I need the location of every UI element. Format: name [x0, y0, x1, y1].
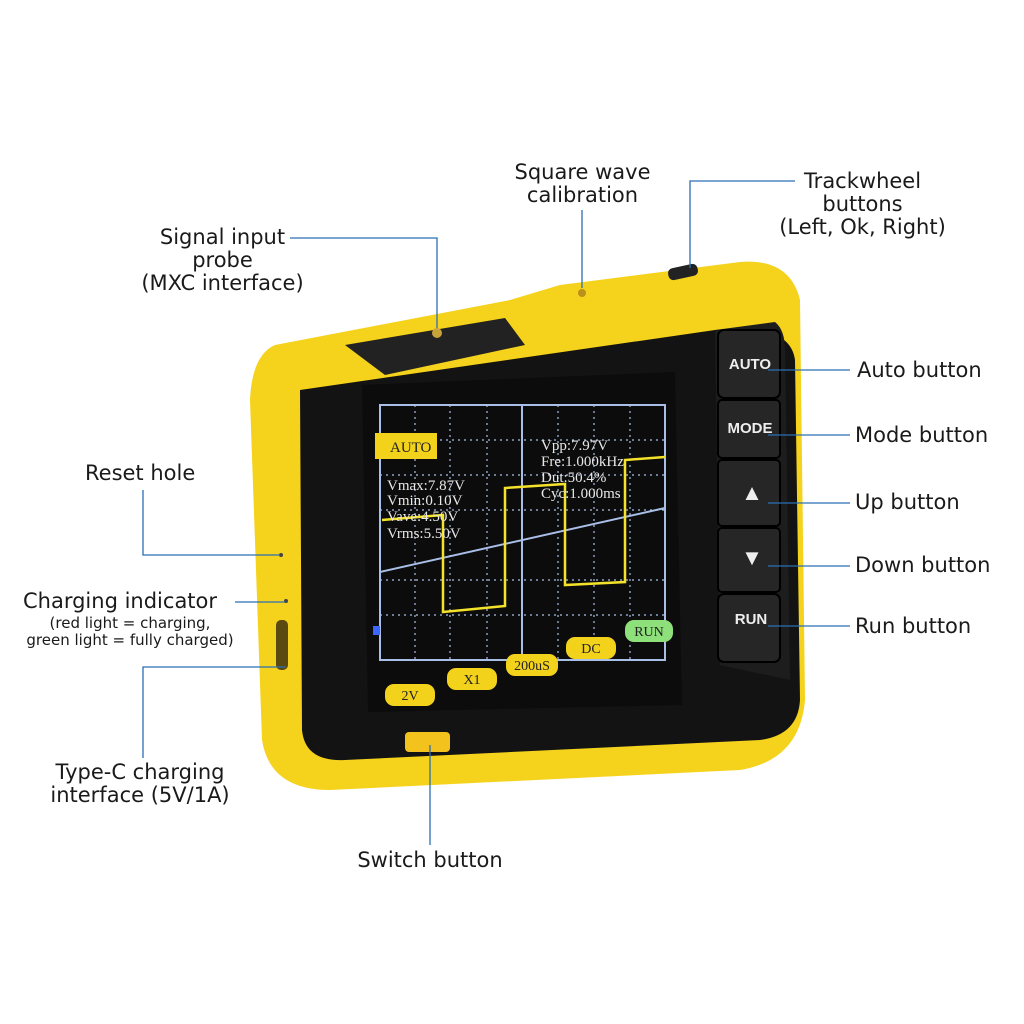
label-charging: Charging indicator [23, 589, 218, 613]
leader-lines [142, 180, 850, 845]
auto-button[interactable]: AUTO [729, 356, 772, 373]
screen-button-timebase[interactable]: 200uS [514, 659, 550, 674]
label-up: Up button [855, 490, 960, 514]
reading-vave: Vave:4.50V [387, 509, 458, 525]
reset-hole [279, 553, 283, 557]
reading-vrms: Vrms:5.50V [387, 526, 461, 542]
label-auto: Auto button [857, 358, 982, 382]
label-reset: Reset hole [85, 461, 196, 485]
screen-button-volts[interactable]: 2V [401, 689, 418, 704]
label-mode: Mode button [855, 423, 989, 447]
reading-dut: Dut:50.4% [541, 470, 606, 486]
reading-vmin: Vmin:0.10V [387, 493, 463, 509]
screen-button-coupling[interactable]: DC [581, 642, 600, 657]
center-h-axis [379, 507, 666, 573]
up-button[interactable]: ▲ [741, 480, 763, 505]
screen-buttons: 2V X1 200uS DC RUN [385, 620, 673, 706]
mode-badge: AUTO [390, 440, 432, 456]
reading-cyc: Cyc:1.000ms [541, 486, 621, 502]
label-charging-note: (red light = charging,green light = full… [26, 614, 234, 649]
calibration-terminal [578, 289, 586, 297]
screen-button-probe[interactable]: X1 [463, 673, 480, 688]
run-button[interactable]: RUN [735, 611, 768, 628]
label-switch: Switch button [357, 848, 503, 872]
label-run: Run button [855, 614, 972, 638]
reading-fre: Fre:1.000kHz [541, 454, 624, 470]
probe-connector [432, 328, 442, 338]
down-button[interactable]: ▼ [741, 545, 763, 570]
mode-button[interactable]: MODE [728, 420, 773, 437]
screen-button-run[interactable]: RUN [634, 625, 664, 640]
label-down: Down button [855, 553, 991, 577]
waveform-trace [381, 455, 666, 614]
reading-vpp: Vpp:7.97V [541, 438, 608, 454]
side-buttons [717, 329, 781, 663]
power-button[interactable] [405, 732, 450, 752]
reading-vmax: Vmax:7.87V [387, 478, 465, 494]
probe-block [345, 318, 525, 375]
typec-port [276, 620, 288, 670]
mode-badge-bg [375, 433, 437, 459]
ground-marker [373, 626, 380, 635]
